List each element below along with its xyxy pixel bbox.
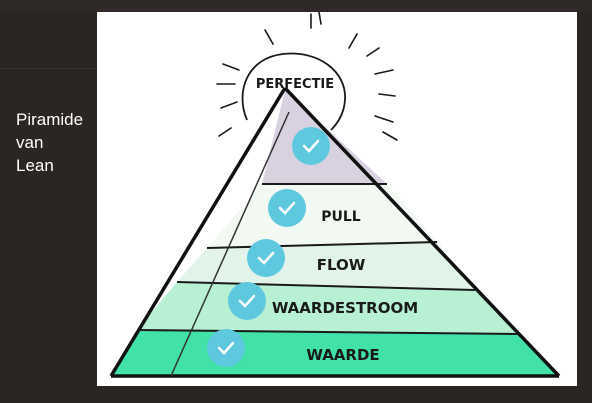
level-label-waardestroom: WAARDESTROOM [272, 299, 418, 317]
level-band-pull [207, 184, 437, 248]
check-icon [238, 294, 256, 308]
lean-pyramid-diagram: PERFECTIE PULL FLOW WAARDESTROOM WAARDE [109, 12, 561, 378]
pyramid-card: PERFECTIE PULL FLOW WAARDESTROOM WAARDE [97, 12, 577, 386]
check-icon [302, 139, 320, 153]
check-icon [217, 341, 235, 355]
check-badge-pull [268, 189, 306, 227]
check-badge-waardestroom [228, 282, 266, 320]
check-badge-waarde [207, 329, 245, 367]
level-label-pull: PULL [321, 209, 361, 225]
divider-line [0, 68, 97, 69]
check-badge-perfectie [292, 127, 330, 165]
check-icon [257, 251, 275, 265]
level-label-flow: FLOW [317, 256, 366, 274]
check-icon [278, 201, 296, 215]
check-badge-flow [247, 239, 285, 277]
level-label-perfectie: PERFECTIE [256, 77, 334, 92]
window-top-bar [0, 0, 592, 12]
perfectie-halo [241, 52, 346, 131]
slide-title: Piramide van Lean [16, 110, 84, 175]
level-label-waarde: WAARDE [306, 346, 379, 364]
light-rays [216, 12, 398, 141]
